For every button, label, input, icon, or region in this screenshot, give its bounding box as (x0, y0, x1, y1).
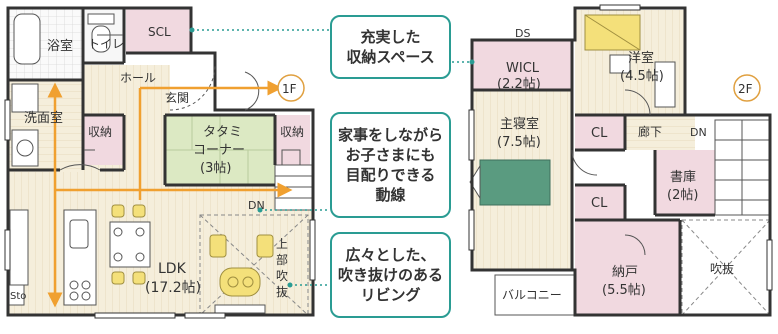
callout-storage: 充実した 収納スペース (330, 15, 451, 79)
bath-fixtures (7, 13, 115, 306)
callout-housework-line2: お子さまにも (345, 146, 436, 164)
scl-label: SCL (148, 25, 171, 39)
callout-housework-line4: 動線 (375, 186, 406, 204)
hall-label: ホール (120, 71, 156, 85)
western-label-1: 洋室 (628, 50, 654, 66)
floor1-badge-text: 1F (282, 82, 297, 96)
wicl-floor (472, 40, 572, 90)
closet-label-2: (5.5帖) (602, 283, 646, 298)
balcony-label: バルコニー (502, 288, 562, 302)
callout-storage-line2: 収納スペース (346, 48, 435, 66)
void-2f-label: 吹抜 (710, 262, 734, 276)
tatami-label-3: (3帖) (200, 161, 231, 176)
cl2-label: CL (591, 196, 608, 211)
cl1-label: CL (591, 126, 608, 141)
closet-floor (575, 220, 680, 315)
floor2-badge-text: 2F (738, 82, 753, 96)
floor2-plan: DS WICL (2.2帖) 洋室 (4.5帖) 主寝室 (7.5帖) CL 廊… (468, 4, 773, 317)
tatami-label-1: タタミ (203, 125, 242, 140)
entrance-label: 玄関 (165, 90, 189, 105)
ldk-label-1: LDK (158, 261, 187, 277)
floor1-plan: 浴室 トイレ SCL ホール 玄関 洗面室 収納 タタミ コーナー (3帖) 収… (4, 6, 316, 319)
callout-connectors (192, 29, 472, 286)
doors-1f (59, 34, 260, 171)
corridor-label: 廊下 (638, 124, 662, 139)
callout-living-line1: 広々とした、 (345, 246, 436, 264)
ldk-label-2: (17.2帖) (145, 280, 201, 296)
cl1-floor (575, 115, 625, 150)
study-floor (655, 150, 715, 215)
sto-label: Sto (10, 291, 26, 302)
wicl-label-2: (2.2帖) (497, 77, 541, 92)
cl2-floor (575, 185, 625, 220)
storage-right-label: 収納 (280, 125, 304, 139)
void-label-2: 部 (276, 252, 288, 267)
storage-right-floor (276, 115, 310, 165)
master-label-1: 主寝室 (500, 116, 539, 132)
callout-living: 広々とした、 吹き抜けのある リビング (330, 232, 451, 318)
kitchen-counter (9, 209, 97, 306)
living-set (209, 234, 274, 314)
study-label-2: (2帖) (667, 188, 698, 203)
toilet-label: トイレ (88, 37, 124, 51)
callout-housework: 家事をしながら お子さまにも 目配りできる 動線 (330, 112, 451, 218)
flow-arrows (47, 80, 293, 308)
balcony-outline (494, 274, 576, 316)
void-label-1: 上 (276, 237, 288, 251)
dn-label-2f: DN (690, 126, 707, 139)
floor2-badge (733, 74, 761, 102)
master-label-2: (7.5帖) (497, 135, 541, 150)
windows-2f (468, 4, 773, 291)
callout-storage-line1: 充実した (360, 28, 421, 46)
washroom-label: 洗面室 (24, 110, 63, 126)
storage-left-label: 収納 (88, 125, 112, 139)
closet-label-1: 納戸 (612, 265, 638, 280)
void-label-4: 抜 (276, 285, 288, 299)
void-label-3: 吹 (276, 269, 288, 283)
dining-set (109, 204, 151, 285)
wicl-label-1: WICL (506, 61, 540, 76)
scl-floor (126, 8, 191, 53)
western-label-2: (4.5帖) (620, 69, 664, 84)
callout-living-line2: 吹き抜けのある (337, 266, 443, 284)
callout-housework-line3: 目配りできる (345, 166, 436, 184)
floor1-badge (277, 74, 305, 102)
ds-label: DS (515, 27, 530, 40)
callout-housework-line1: 家事をしながら (337, 126, 443, 144)
doors-2f (571, 89, 651, 256)
study-label-1: 書庫 (670, 170, 696, 185)
walls-2f (470, 6, 772, 317)
entrance-floor (170, 55, 215, 110)
bath-label: 浴室 (47, 38, 73, 54)
windows-1f (4, 99, 316, 319)
tatami-label-2: コーナー (193, 143, 245, 158)
stairs-2f (714, 119, 771, 216)
storage-left-floor (84, 115, 124, 165)
callout-living-line3: リビング (360, 286, 421, 304)
beds (469, 14, 676, 206)
